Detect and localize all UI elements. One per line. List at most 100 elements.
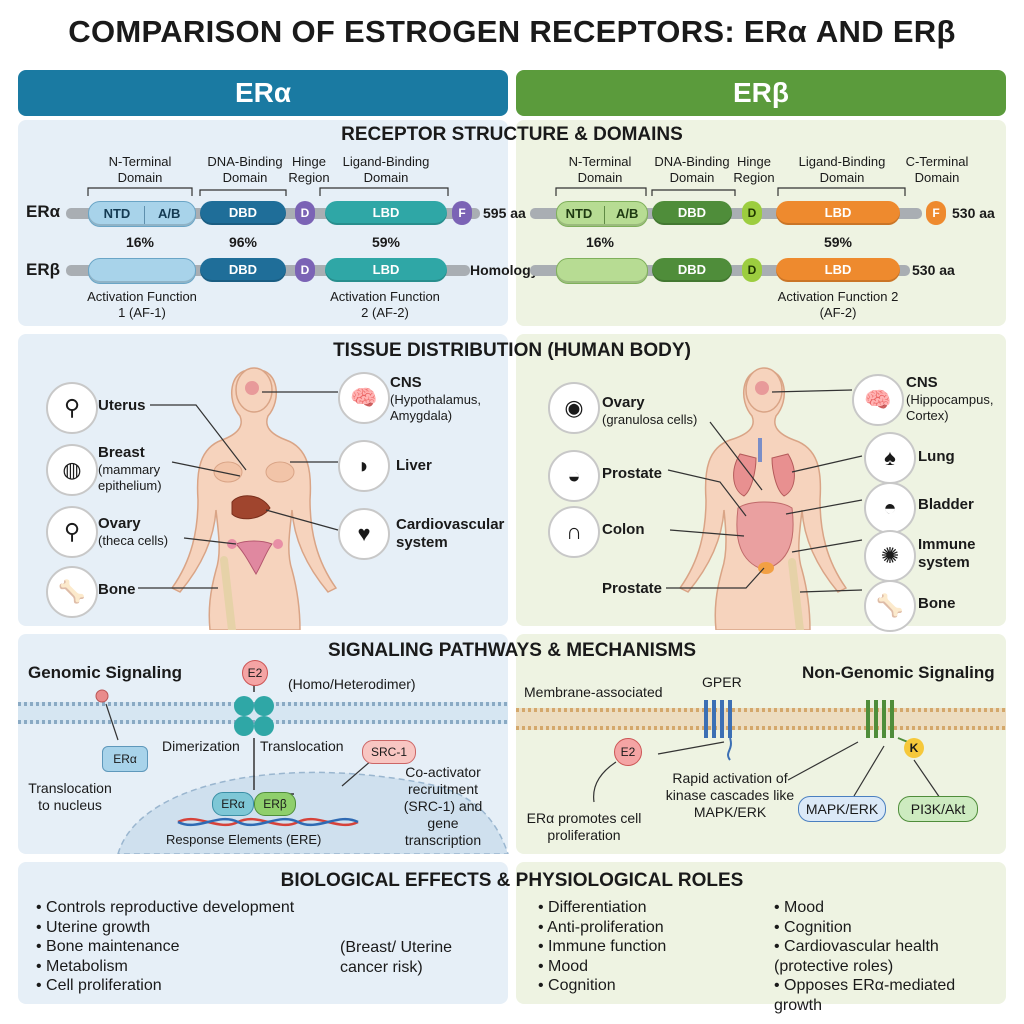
tissue-bladder-erb: Bladder [918,496,974,513]
src1-coactivator: SRC-1 [362,740,416,764]
membrane-label: Membrane-associated [524,684,663,700]
era-lbd-domain: LBD [325,201,447,225]
erb-ntd-domain: NTD A/B [556,201,648,227]
hinge-label: Hinge Region [288,154,330,185]
era-dbd-domain: DBD [200,201,286,225]
era-header: ERα [18,70,508,116]
effect-item: Cell proliferation [36,976,294,996]
nongenomic-title: Non-Genomic Signaling [802,663,995,682]
ere-label: Response Elements (ERE) [166,832,322,847]
cell-membrane-right [516,708,1006,730]
era-f-domain: F [452,201,472,225]
body-illustrations [138,367,863,630]
tissue-ovary-erb: Ovary [602,394,645,411]
erb-length: 530 aa [952,205,995,221]
erb-dbd-domain-2: DBD [652,258,732,282]
effect-item: Differentiation [538,898,666,918]
dimer-label: (Homo/Heterodimer) [288,676,416,692]
homology-label: Homology [470,262,539,278]
male-body-figure [678,367,848,630]
structure-brackets [87,187,906,196]
genomic-title: Genomic Signaling [28,663,182,682]
tissue-uterus: Uterus [98,397,146,414]
pi3k-akt-badge: PI3K/Akt [898,796,978,822]
erb-header: ERβ [516,70,1006,116]
ovary-icon: ⚲ [46,506,98,558]
erb-lbd-domain: LBD [776,201,900,225]
lbd-homology: 59% [371,234,401,250]
bladder-icon: ◓ [864,482,916,534]
breast-icon: ◍ [46,444,98,496]
era-hinge-domain: D [295,201,315,225]
tissue-liver: Liver [396,457,432,474]
ntd-label-right: N-Terminal Domain [568,154,632,185]
female-body-figure [170,367,338,630]
immune-cell-icon: ✺ [864,530,916,582]
ntd-text: NTD [103,206,131,221]
ntd-homology-right: 16% [585,234,615,250]
era-monomer: ERα [102,746,148,772]
effect-item: Anti-proliferation [538,918,666,938]
ab-text-right: A/B [616,206,639,221]
page-title: COMPARISON OF ESTROGEN RECEPTORS: ERα AN… [68,14,956,49]
effects-title: BIOLOGICAL EFFECTS & PHYSIOLOGICAL ROLES [280,870,744,891]
translocation-label: Translocation [260,738,344,754]
erb-ntd-domain-left [88,258,196,284]
era-bound: ERα [212,792,254,816]
effect-item: Controls reproductive development [36,898,294,918]
structure-title: RECEPTOR STRUCTURE & DOMAINS [341,124,683,145]
tissue-immune-erb: Immune system [918,536,976,571]
effects-list-erb-a: Differentiation Anti-proliferation Immun… [538,898,666,996]
tissue-cardiovascular: Cardiovascular system [396,516,505,551]
ntd-divider-right [603,205,605,224]
ab-text: A/B [158,206,181,221]
tissue-cns-erb: CNS [906,374,938,391]
tissue-cns-erb-sub: (Hippocampus, Cortex) [906,392,994,423]
tissue-title: TISSUE DISTRIBUTION (HUMAN BODY) [333,340,691,361]
erb-dbd-domain: DBD [652,201,732,225]
lbd-homology-right: 59% [823,234,853,250]
af2-label-left: Activation Function 2 (AF-2) [330,289,440,320]
tissue-prostate-erb-2: Prostate [602,580,663,597]
coactivator-label: Co-activator recruitment (SRC-1) and gen… [403,764,483,848]
uterus-icon: ⚲ [46,382,98,434]
effect-item: Uterine growth [36,918,294,938]
prostate-icon: ◒ [548,450,600,502]
tissue-prostate-erb: Prostate [602,465,663,482]
e2-ligand: E2 [242,660,268,686]
tissue-ovary: Ovary [98,515,141,532]
signaling-title: SIGNALING PATHWAYS & MECHANISMS [327,640,697,661]
cterm-label: C-Terminal Domain [905,154,969,185]
erb-lbd-domain-2: LBD [776,258,900,282]
dbd-label-right: DNA-Binding Domain [654,154,730,185]
liver-icon: ◗ [338,440,390,492]
erb-lbd-domain-left: LBD [325,258,447,282]
hinge-label-right: Hinge Region [733,154,775,185]
dimerization-label: Dimerization [162,738,240,754]
lbd-label: Ligand-Binding Domain [342,154,430,185]
effects-list-erb-b: Mood Cognition Cardiovascular health (pr… [774,898,1006,1015]
row-erb-label: ERβ [26,260,60,279]
translocation-nucleus-label: Translocation to nucleus [28,780,112,813]
mapk-erk-badge: MAPK/ERK [798,796,886,822]
af2-label-right: Activation Function 2 (AF-2) [777,289,899,320]
rapid-activation-label: Rapid activation of kinase cascades like… [665,770,795,820]
promotes-label: ERα promotes cell proliferation [526,810,642,843]
dbd-homology: 96% [228,234,258,250]
effect-item: Mood [774,898,1006,918]
erb-hinge-domain: D [742,201,762,225]
gper-label: GPER [702,674,742,690]
e2-ligand-right: E2 [614,738,642,766]
effect-item: Cognition [774,918,1006,938]
bone-icon: 🦴 [864,580,916,632]
signaling-diagram [18,680,1006,854]
effect-item: Cognition [538,976,666,996]
effect-item: Mood [538,957,666,977]
cancer-risk-note: (Breast/ Uterine cancer risk) [340,939,453,976]
row-era-label: ERα [26,202,61,221]
ntd-homology: 16% [125,234,155,250]
bone-icon: 🦴 [46,566,98,618]
ovary-icon: ◉ [548,382,600,434]
brain-icon: 🧠 [852,374,904,426]
tissue-breast: Breast [98,444,145,461]
